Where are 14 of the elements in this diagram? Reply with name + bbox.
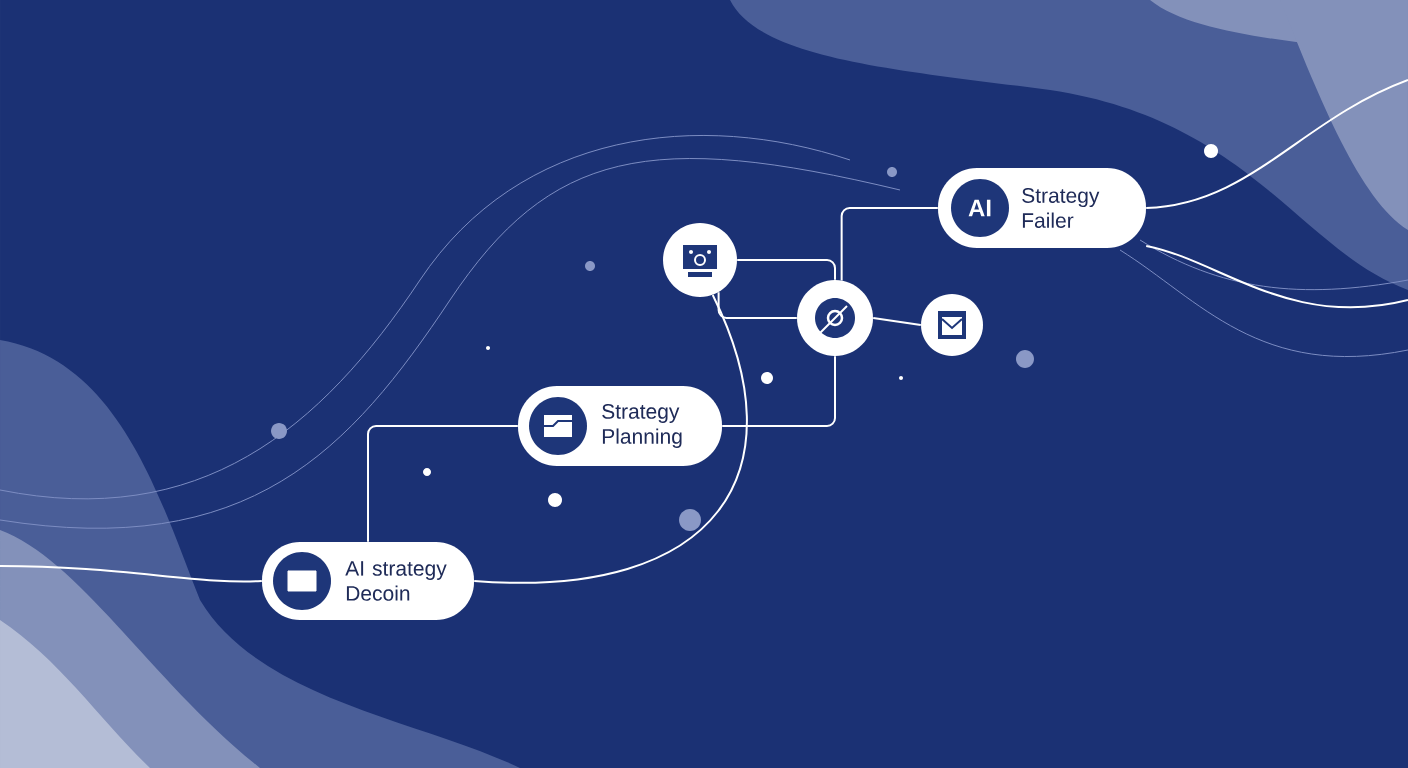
connector-line [473, 293, 748, 584]
connector-line [736, 259, 836, 281]
connector-line [840, 207, 939, 282]
node-label: Strategy Failer [1022, 188, 1100, 228]
connector-line [1145, 244, 1408, 309]
node-label: AI strategy Decoin [345, 561, 447, 601]
connector-line [0, 565, 263, 583]
node-label: Strategy Planning [602, 404, 682, 448]
connector-line [872, 317, 922, 326]
icon-badge: AI [951, 179, 1009, 237]
connector-line [721, 355, 836, 427]
connector-line [1145, 79, 1408, 209]
connector-line [367, 425, 519, 543]
connector-line [717, 291, 798, 319]
